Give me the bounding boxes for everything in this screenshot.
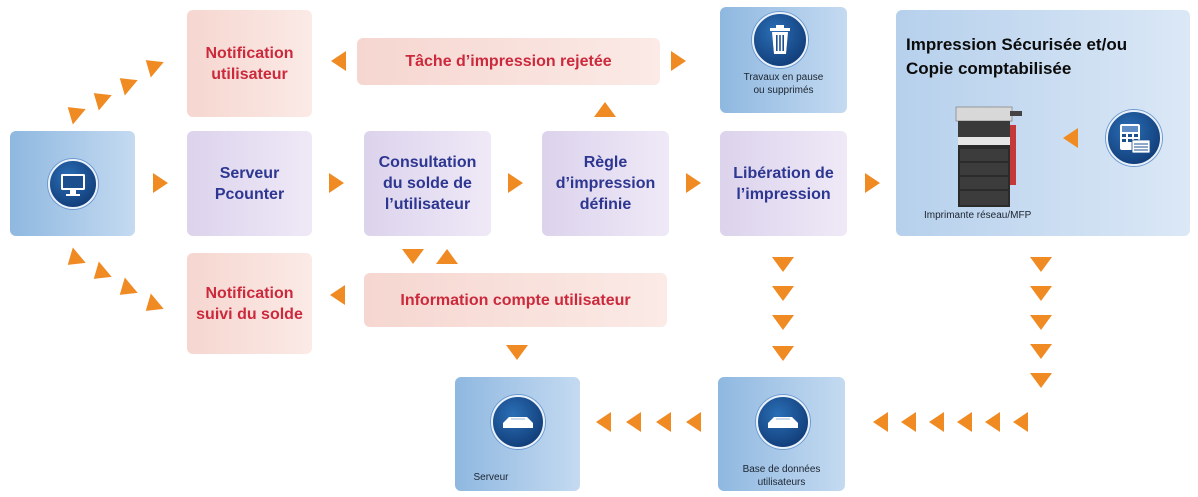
node-server-pcounter: Serveur Pcounter [187, 131, 312, 236]
arrow-left [873, 412, 888, 432]
arrow-left [330, 285, 345, 305]
arrow-left [113, 277, 138, 303]
arrow-up [594, 102, 616, 117]
node-account-info: Information compte utilisateur [364, 273, 667, 327]
arrow-down [772, 346, 794, 361]
arrow-left [139, 293, 164, 319]
printer-label: Imprimante réseau/MFP [924, 210, 1032, 221]
workstation-box [10, 131, 135, 236]
arrow-left [87, 85, 112, 111]
node-notification-balance: Notification suivi du solde [187, 253, 312, 354]
arrow-down [772, 286, 794, 301]
arrow-down [1030, 286, 1052, 301]
arrow-left [113, 70, 138, 96]
node-notification-user: Notification utilisateur [187, 10, 312, 117]
paused-jobs-box: Travaux en pause ou supprimés [720, 7, 847, 113]
arrow-up [436, 249, 458, 264]
secure-print-box: Impression Sécurisée et/ou Copie comptab… [896, 10, 1190, 236]
arrow-left [596, 412, 611, 432]
server-icon [491, 395, 545, 449]
calculator-icon [1106, 110, 1162, 166]
node-print-rule: Règle d’impression définie [542, 131, 669, 236]
arrow-down [402, 249, 424, 264]
printer-icon [955, 106, 1022, 207]
arrow-left [1013, 412, 1028, 432]
node-balance-check: Consultation du solde de l’utilisateur [364, 131, 491, 236]
trash-icon [752, 12, 808, 68]
arrow-left [61, 99, 86, 125]
database-label: Base de données utilisateurs [742, 464, 821, 488]
arrow-left [626, 412, 641, 432]
arrow-left [87, 261, 112, 287]
database-box: Base de données utilisateurs [718, 377, 845, 491]
arrow-left [331, 51, 346, 71]
arrow-right [865, 173, 880, 193]
server-box: Serveur [455, 377, 580, 491]
monitor-icon [48, 159, 98, 209]
arrow-left [686, 412, 701, 432]
arrow-down [772, 257, 794, 272]
server-label: Serveur [473, 472, 509, 483]
paused-jobs-label: Travaux en pause ou supprimés [743, 72, 824, 96]
arrow-down [1030, 344, 1052, 359]
arrow-right [686, 173, 701, 193]
arrow-left [1063, 128, 1078, 148]
arrow-right [671, 51, 686, 71]
arrow-left [61, 247, 86, 273]
arrow-down [506, 345, 528, 360]
arrow-left [656, 412, 671, 432]
node-job-rejected: Tâche d’impression rejetée [357, 38, 660, 85]
arrow-right [508, 173, 523, 193]
arrow-down [772, 315, 794, 330]
arrow-down [1030, 257, 1052, 272]
arrow-down [1030, 315, 1052, 330]
arrow-down [1030, 373, 1052, 388]
node-print-release: Libération de l’impression [720, 131, 847, 236]
database-icon [756, 395, 810, 449]
arrow-left [985, 412, 1000, 432]
arrow-left [957, 412, 972, 432]
secure-print-title: Impression Sécurisée et/ou Copie comptab… [906, 35, 1128, 78]
arrow-left [139, 52, 164, 78]
arrow-left [901, 412, 916, 432]
arrow-right [329, 173, 344, 193]
arrow-right [153, 173, 168, 193]
arrow-left [929, 412, 944, 432]
